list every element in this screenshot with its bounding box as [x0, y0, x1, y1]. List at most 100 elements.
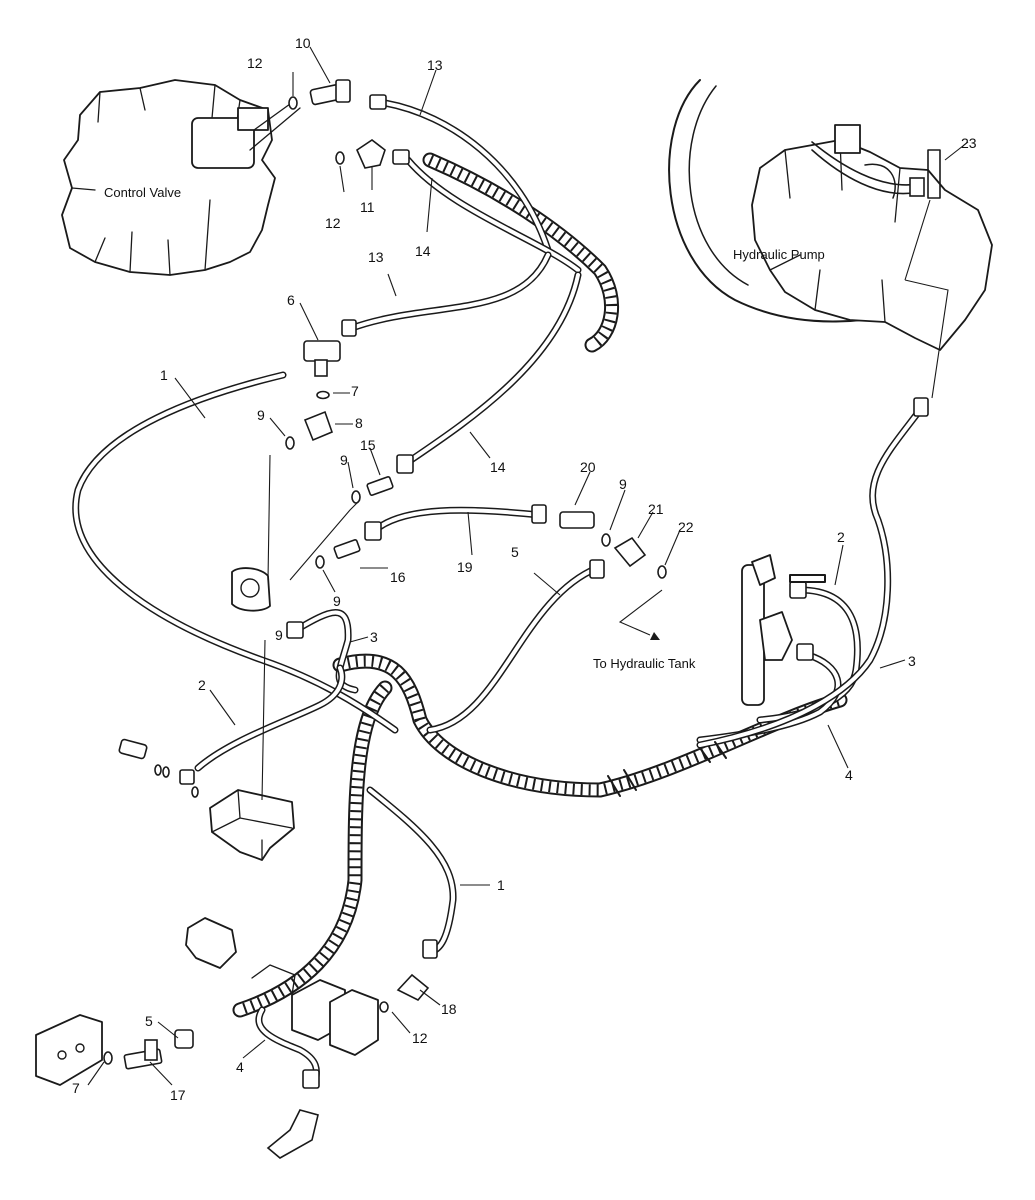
port-block-lower-left [35, 1014, 103, 1086]
valve-block-left [209, 789, 295, 861]
fitting-22 [123, 1039, 163, 1070]
control-valve: Control Valve [61, 79, 301, 276]
o-ring-left-b [162, 766, 170, 778]
callout-7-lower: 7 [72, 1080, 80, 1096]
callout-14-top: 14 [415, 243, 431, 259]
fitting-3-left [286, 621, 304, 639]
callout-17: 19 [457, 559, 473, 575]
o-ring-left-a [154, 764, 162, 776]
callout-8: 8 [355, 415, 363, 431]
callout-3-left: 3 [370, 629, 378, 645]
tank-leader-line [618, 589, 663, 636]
o-ring-12-mid [335, 151, 345, 165]
callout-22: 17 [170, 1087, 186, 1103]
callout-13-mid: 13 [368, 249, 384, 265]
o-ring-9-a [285, 436, 295, 450]
fitting-2-right [789, 581, 807, 599]
fitting-4-right [796, 643, 814, 661]
spiral-sleeve-lower [232, 680, 393, 1018]
callout-7-top: 7 [351, 383, 359, 399]
callout-15: 15 [360, 437, 376, 453]
tank-arrow-head [650, 632, 660, 640]
fitting-18 [531, 504, 595, 529]
fitting-5-upper [589, 559, 605, 579]
callout-12-top: 12 [247, 55, 263, 71]
callout-9-c: 9 [333, 593, 341, 609]
control-valve-label: Control Valve [104, 185, 181, 200]
fitting-2-left-connector [118, 738, 195, 785]
callout-12-lower: 12 [412, 1030, 428, 1046]
valve-assembly-right [741, 554, 826, 706]
callout-9-b: 9 [340, 452, 348, 468]
o-ring-7-lower [103, 1051, 113, 1065]
fitting-6 [303, 319, 357, 377]
fitting-5-lower [174, 1029, 194, 1049]
fitting-11 [355, 139, 410, 169]
callout-5-lower: 5 [145, 1013, 153, 1029]
hydraulic-pump-label: Hydraulic Pump [733, 247, 825, 262]
callout-1-top: 1 [160, 367, 168, 383]
o-ring-9-b [351, 490, 361, 504]
o-ring-7-upper [316, 390, 330, 400]
callout-21: 22 [678, 519, 694, 535]
callout-20: 18 [441, 1001, 457, 1017]
callout-9-d: 9 [619, 476, 627, 492]
small-bracket [185, 917, 237, 969]
callout-labels: 10 12 13 23 11 12 14 13 6 1 7 8 9 9 15 1… [72, 35, 977, 1103]
hose-clamps [607, 741, 727, 797]
callout-2-right: 2 [837, 529, 845, 545]
callout-10: 10 [295, 35, 311, 51]
fitting-3-right [913, 397, 929, 417]
callout-11: 11 [360, 199, 375, 215]
callout-leaders [87, 46, 969, 1086]
callout-16: 16 [390, 569, 406, 585]
fitting-8 [303, 410, 334, 442]
o-ring-12-top [288, 96, 298, 110]
hose-17 [368, 506, 544, 537]
fitting-19 [613, 536, 647, 568]
fitting-4-lower [302, 1069, 320, 1089]
lower-elbow-fitting [266, 1109, 319, 1159]
fitting-1-lower [422, 939, 438, 959]
callout-4-lower: 4 [236, 1059, 244, 1075]
valve-block-center [251, 964, 379, 1056]
callout-14-mid: 14 [490, 459, 506, 475]
o-ring-left-c [191, 786, 199, 798]
callout-9-e: 9 [275, 627, 283, 643]
fitting-15 [366, 454, 414, 496]
hose-5-upper [426, 564, 601, 734]
hydraulic-tank-label: To Hydraulic Tank [593, 656, 696, 671]
callout-3-right: 3 [908, 653, 916, 669]
hose-1-lower [366, 786, 457, 956]
hose-14-upper [404, 156, 582, 274]
o-ring-21 [657, 565, 667, 579]
callout-1-lower: 1 [497, 877, 505, 893]
callout-4-right: 4 [845, 767, 853, 783]
hydraulic-pump: Hydraulic Pump [668, 79, 993, 351]
hose-13-upper [381, 99, 552, 254]
fitting-20 [396, 973, 430, 1001]
callout-12-mid: 12 [325, 215, 341, 231]
hose-2-left [194, 664, 346, 772]
callout-5-upper: 5 [511, 544, 519, 560]
callout-6: 6 [287, 292, 295, 308]
fitting-10 [309, 79, 387, 110]
hose-3-right [696, 406, 924, 749]
hose-13-middle [348, 251, 552, 332]
callout-9-a: 9 [257, 407, 265, 423]
o-ring-9-c [315, 555, 325, 569]
fitting-16 [333, 521, 382, 559]
hose-1-upper [72, 371, 399, 734]
port-cap [231, 567, 271, 612]
callout-19: 21 [648, 501, 664, 517]
callout-23: 23 [961, 135, 977, 151]
hose-14-middle [404, 271, 582, 466]
o-ring-12-lower [379, 1001, 389, 1013]
spiral-sleeve-upper [422, 152, 620, 353]
callout-18: 20 [580, 459, 596, 475]
callout-2-left: 2 [198, 677, 206, 693]
callout-13-top: 13 [427, 57, 443, 73]
o-ring-9-d [601, 533, 611, 547]
